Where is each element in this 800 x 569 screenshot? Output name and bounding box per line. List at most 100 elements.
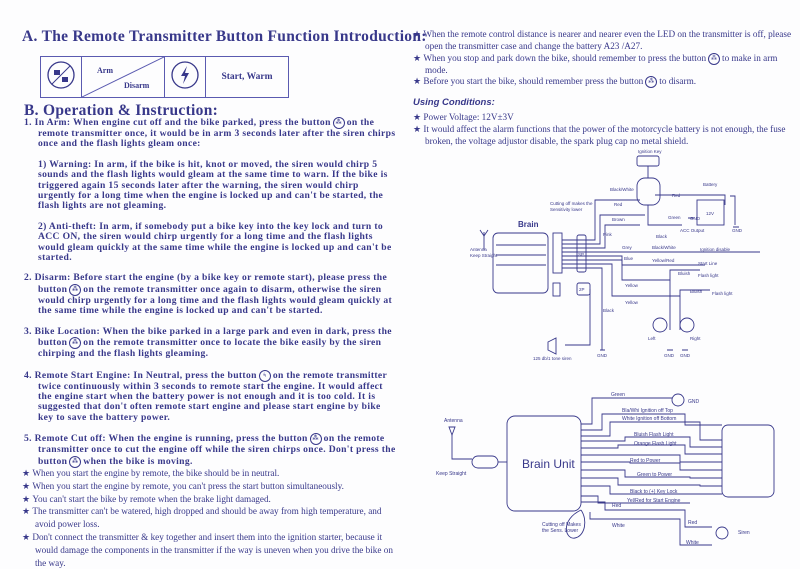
diagram-label: GND [732,228,743,233]
item-arm-text: 1. In Arm: When engine cut off and the b… [24,117,331,129]
diagram-label: Flash light [712,291,733,296]
note-item: ★ The transmitter can't be watered, high… [22,506,382,530]
start-warm-label: Start, Warm [205,56,289,98]
diagram-label: Brain Unit [522,457,575,471]
arm-disarm-label-cell: Arm Disarm [81,56,165,98]
diagram-label: Bluish [690,289,703,294]
diagram-label: Pink [603,232,613,237]
item-remote-start: 4. Remote Start Engine: In Neutral, pres… [24,369,396,424]
disarm-button-icon: ⁂ [645,76,658,89]
ignition-key-icon [636,155,660,167]
diagram-label: Red [688,520,697,526]
diagram-label: 12V [706,211,714,216]
battery-icon [696,199,725,226]
diagram-label: Brown [612,217,625,222]
ignition-cylinder [636,177,661,206]
note-text: to make in arm mode. [425,52,778,75]
diagram-label: GND [690,216,701,221]
note-item: ★ You can't start the bike by remote whe… [22,493,271,504]
item-remote-start-text: 4. Remote Start Engine: In Neutral, pres… [24,369,257,381]
diagram-label: ACC Output [680,228,705,233]
diagram-label: 125 db/1 tone siren [533,356,572,361]
note-item: ★ Power Voltage: 12V±3V [413,112,514,123]
notes-right: ★ When the remote control distance is ne… [413,29,798,148]
note-text: Before you start the bike, should rememb… [423,76,644,87]
wiring-diagram-bottom: Green GND Bla/Whi Ignition off Top White… [436,392,775,546]
item-disarm-text: 2. Disarm: Before start the engine (by a… [24,272,388,296]
diagram-label: the Sens. Lower [542,528,578,534]
diagram-label: Ignition disable [700,247,731,252]
item-location-text-2: on the remote transmitter once to locate… [38,337,382,360]
right-flash-light [679,317,695,333]
cutoff-button-icon-2: ⁂ [69,455,82,468]
diagram-label: Red to Power [630,458,661,464]
note-text: The transmitter can't be watered, high d… [32,506,382,530]
operation-instructions: 1. In Arm: When engine cut off and the b… [24,117,396,468]
diagram-label: Black to (+) Key Lock [630,489,678,495]
item-arm-text-2: on the remote transmitter once, it would… [38,117,396,150]
diagram-label: Bluish Flash Light [634,432,674,438]
sensitivity-loop [565,509,586,539]
diagram-label: Sensitivity lower [550,207,583,212]
note-text: Power Voltage: 12V±3V [423,112,514,123]
diagram-label: Green [611,392,625,398]
arm-label: Arm [97,66,113,75]
siren-icon [715,526,729,540]
diagram-label: SP [578,252,584,257]
note-text: When the remote control distance is near… [423,29,792,51]
lock-unlock-icon [47,60,75,89]
diagram-label: Yellow [625,283,639,288]
diagram-label: 2P [579,287,585,292]
item-location-text: 3. Bike Location: When the bike parked i… [24,325,392,349]
item-disarm-text-2: on the remote transmitter once again to … [38,284,393,317]
diagram-label: Antenna [444,418,463,424]
item-cutoff-text-3: when the bike is moving. [83,455,193,467]
diagram-label: Antenna [470,247,487,252]
diagram-label: Bla/Whi Ignition off Top [622,408,673,414]
note-text: to disarm. [659,76,697,87]
diagram-label: Brain [518,220,539,229]
item-cutoff: 5. Remote Cut off: When the engine is ru… [24,433,396,468]
diagram-label: Cutting off makes the [550,201,593,206]
diagram-label: Left [648,336,656,341]
section-a-title: A. The Remote Transmitter Button Functio… [22,28,427,45]
diagram-label: Siren [738,530,750,536]
diagram-label: White Ignition off Bottom [622,416,676,422]
item-arm: 1. In Arm: When engine cut off and the b… [24,117,396,150]
note-text: When you start the engine by remote, the… [32,468,280,478]
item-antitheft: 2) Anti-theft: In arm, if somebody put a… [38,220,392,264]
diagram-label: Black [656,234,668,239]
diagram-label: Flash light [698,273,719,278]
item-cutoff-text-2: on the remote transmitter once to cut th… [38,433,396,467]
connector [552,232,563,274]
diagram-label: Red [612,503,621,509]
disarm-label: Disarm [124,81,150,90]
wiring-diagram-top: Ignition Key Battery 12V Brain Antenna K… [470,149,760,361]
diagram-label: Black/White [610,187,634,192]
diagram-label: Black/White [652,245,676,250]
note-item: ★ When you stop and park down the bike, … [413,52,778,75]
diagram-label: Green to Power [637,472,672,478]
note-item: ★ It would affect the alarm functions th… [413,123,786,146]
diagram-label: GND [597,353,608,358]
diagram-label: Black [603,308,615,313]
notes-left: ★ When you start the engine by remote, t… [22,467,402,569]
sp-module [576,234,587,273]
note-text: When you start the engine by remote, you… [32,480,344,491]
diagram-label: Yel/Red for Start Engine [627,498,681,504]
note-item: ★ When you start the engine by remote, y… [22,480,344,491]
diagram-label: Right [690,336,701,341]
lightning-icon [171,60,199,89]
item-cutoff-text: 5. Remote Cut off: When the engine is ru… [24,433,308,445]
note-item: ★ Before you start the bike, should reme… [413,76,697,89]
diagram-label: Blue [624,256,634,261]
brain-box [492,232,549,294]
diagram-label: Bluish [678,271,691,276]
left-flash-light [652,317,668,333]
control-box [721,424,775,498]
diagram-label: Keep Straight [470,253,498,258]
brain-unit-box [506,415,582,512]
siren-icon [547,337,557,355]
arm-button-icon: ⁂ [708,52,721,65]
